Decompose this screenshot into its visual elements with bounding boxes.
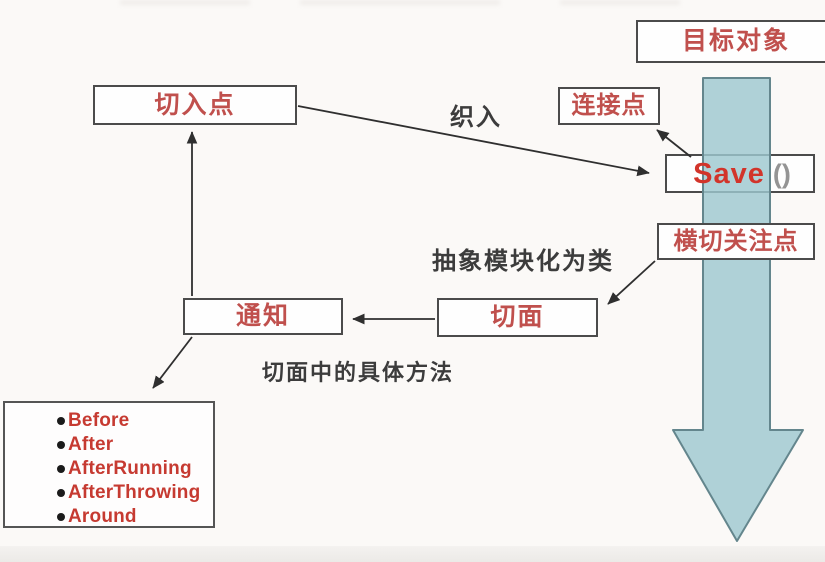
arrow-crosscut-to-aspect: [607, 260, 656, 305]
advice-type-afterrunning: AfterRunning: [68, 458, 192, 479]
box-advice: 通知: [183, 298, 343, 335]
box-crosscut-concern: 横切关注点: [657, 223, 815, 260]
bullet-icon: [57, 465, 65, 473]
abstract-modularize-label: 抽象模块化为类: [432, 248, 614, 275]
arrow-save-to-joinpoint: [656, 129, 692, 158]
bullet-icon: [57, 489, 65, 497]
advice-type-before: Before: [68, 410, 130, 431]
crosscut-concern-label: 横切关注点: [673, 227, 799, 255]
advice-type-around: Around: [68, 506, 137, 527]
target-object-label: 目标对象: [681, 27, 790, 55]
weaving-label: 织入: [450, 104, 502, 131]
bullet-icon: [57, 441, 65, 449]
video-artifact: [120, 0, 250, 5]
box-target-object: 目标对象: [636, 20, 825, 63]
save-text: Save: [693, 158, 765, 190]
save-method-label: Save(): [672, 158, 812, 191]
box-pointcut: 切入点: [93, 85, 297, 125]
advice-label: 通知: [235, 302, 290, 330]
bottom-gray-band: [0, 546, 825, 562]
list-item: AfterRunning: [57, 457, 213, 481]
video-artifact: [300, 0, 500, 5]
advice-types-box: Before After AfterRunning AfterThrowing …: [3, 401, 215, 528]
list-item: AfterThrowing: [57, 481, 213, 505]
bullet-icon: [57, 513, 65, 521]
pointcut-label: 切入点: [154, 90, 236, 119]
joinpoint-label: 连接点: [571, 92, 647, 119]
list-item: After: [57, 433, 213, 457]
box-aspect: 切面: [437, 298, 598, 337]
arrow-weaving: [297, 105, 650, 177]
save-parentheses: (): [772, 159, 791, 189]
bullet-icon: [57, 417, 65, 425]
advice-type-after: After: [68, 434, 114, 455]
aspect-label: 切面: [490, 303, 545, 331]
box-joinpoint: 连接点: [558, 87, 660, 125]
list-item: Before: [57, 409, 213, 433]
aspect-methods-label: 切面中的具体方法: [262, 360, 455, 385]
list-item: Around: [57, 505, 213, 529]
advice-type-afterthrowing: AfterThrowing: [68, 482, 201, 503]
arrow-advice-to-list: [152, 336, 193, 389]
video-artifact: [560, 0, 680, 5]
